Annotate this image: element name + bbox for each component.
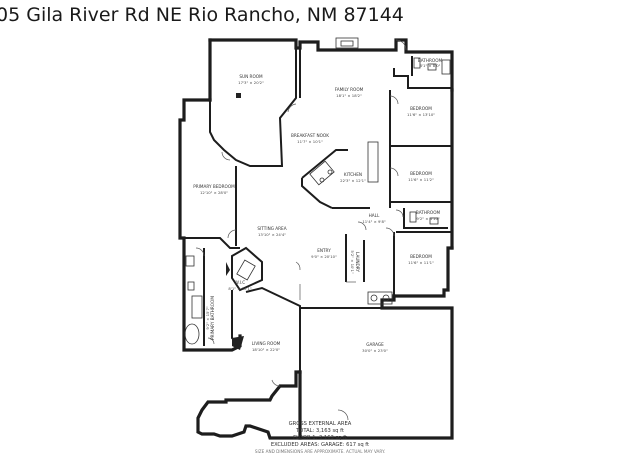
- bedroom-2-name: BEDROOM: [410, 171, 432, 176]
- summary-heading: GROSS EXTERNAL AREA: [289, 421, 352, 427]
- bedroom-2-dims: 11'6" × 11'2": [408, 177, 434, 182]
- family-room-dims: 18'1" × 18'2": [336, 93, 362, 98]
- bathroom-mid-dims: 9'2" × 4'10": [416, 216, 440, 221]
- hall-name: HALL: [369, 213, 380, 218]
- breakfast-nook-dims: 11'7" × 10'1": [297, 139, 323, 144]
- exterior-walls: [178, 38, 454, 440]
- kitchen-name: KITCHEN: [344, 172, 362, 177]
- bedroom-3-dims: 11'6" × 11'1": [408, 260, 434, 265]
- living-room-dims: 18'10" × 22'0": [252, 347, 280, 352]
- laundry-dims: 5'2" × 10'1": [350, 250, 355, 274]
- garage-dims: 30'0" × 23'0": [362, 348, 388, 353]
- bathroom-mid-name: BATHROOM: [416, 210, 441, 215]
- entry-name: ENTRY: [317, 248, 331, 253]
- area-summary: GROSS EXTERNAL AREA TOTAL: 3,163 sq ft F…: [255, 421, 385, 454]
- sun-room-dims: 17'3" × 20'2": [238, 80, 264, 85]
- door-swings: [195, 39, 407, 421]
- primary-bedroom-name: PRIMARY BEDROOM: [193, 184, 235, 189]
- primary-bathroom-dims: 9'2" × 15'7": [205, 306, 210, 330]
- bathroom-top-name: BATHROOM: [418, 58, 443, 63]
- sun-room-name: SUN ROOM: [239, 74, 263, 79]
- bedroom-1-dims: 11'6" × 13'10": [407, 112, 435, 117]
- bedroom-1-name: BEDROOM: [410, 106, 432, 111]
- hall-dims: 11'4" × 9'8": [362, 219, 386, 224]
- bedroom-3-name: BEDROOM: [410, 254, 432, 259]
- wic-dims: 8'1" × 10'1": [228, 286, 252, 291]
- summary-excluded: EXCLUDED AREAS: GARAGE: 617 sq ft: [271, 442, 369, 448]
- family-room-name: FAMILY ROOM: [335, 87, 364, 92]
- listing-address-title: 05 Gila River Rd NE Rio Rancho, NM 87144: [0, 4, 404, 26]
- bathroom-top-dims: 8'1" × 8'0": [420, 63, 441, 68]
- summary-floor: FLOOR 1: 3,163 sq ft: [293, 435, 347, 441]
- primary-bathroom-name: PRIMARY BATHROOM: [210, 296, 215, 340]
- room-labels: SUN ROOM 17'3" × 20'2" FAMILY ROOM 18'1"…: [193, 58, 442, 353]
- laundry-name: LAUNDRY: [355, 252, 360, 272]
- summary-disclaimer: SIZE AND DIMENSIONS ARE APPROXIMATE. ACT…: [255, 449, 385, 454]
- living-room-name: LIVING ROOM: [252, 341, 281, 346]
- kitchen-dims: 22'3" × 12'1": [340, 178, 366, 183]
- sitting-area-name: SITTING AREA: [257, 226, 286, 231]
- garage-name: GARAGE: [366, 342, 384, 347]
- wic-name: W.I.C: [235, 280, 246, 285]
- breakfast-nook-name: BREAKFAST NOOK: [291, 133, 329, 138]
- fixtures: [184, 37, 451, 350]
- sitting-area-dims: 13'10" × 24'4": [258, 232, 286, 237]
- interior-walls: [184, 48, 452, 372]
- primary-bedroom-dims: 12'10" × 28'0": [200, 190, 228, 195]
- entry-dims: 9'0" × 20'10": [311, 254, 337, 259]
- summary-total: TOTAL: 3,163 sq ft: [295, 428, 344, 434]
